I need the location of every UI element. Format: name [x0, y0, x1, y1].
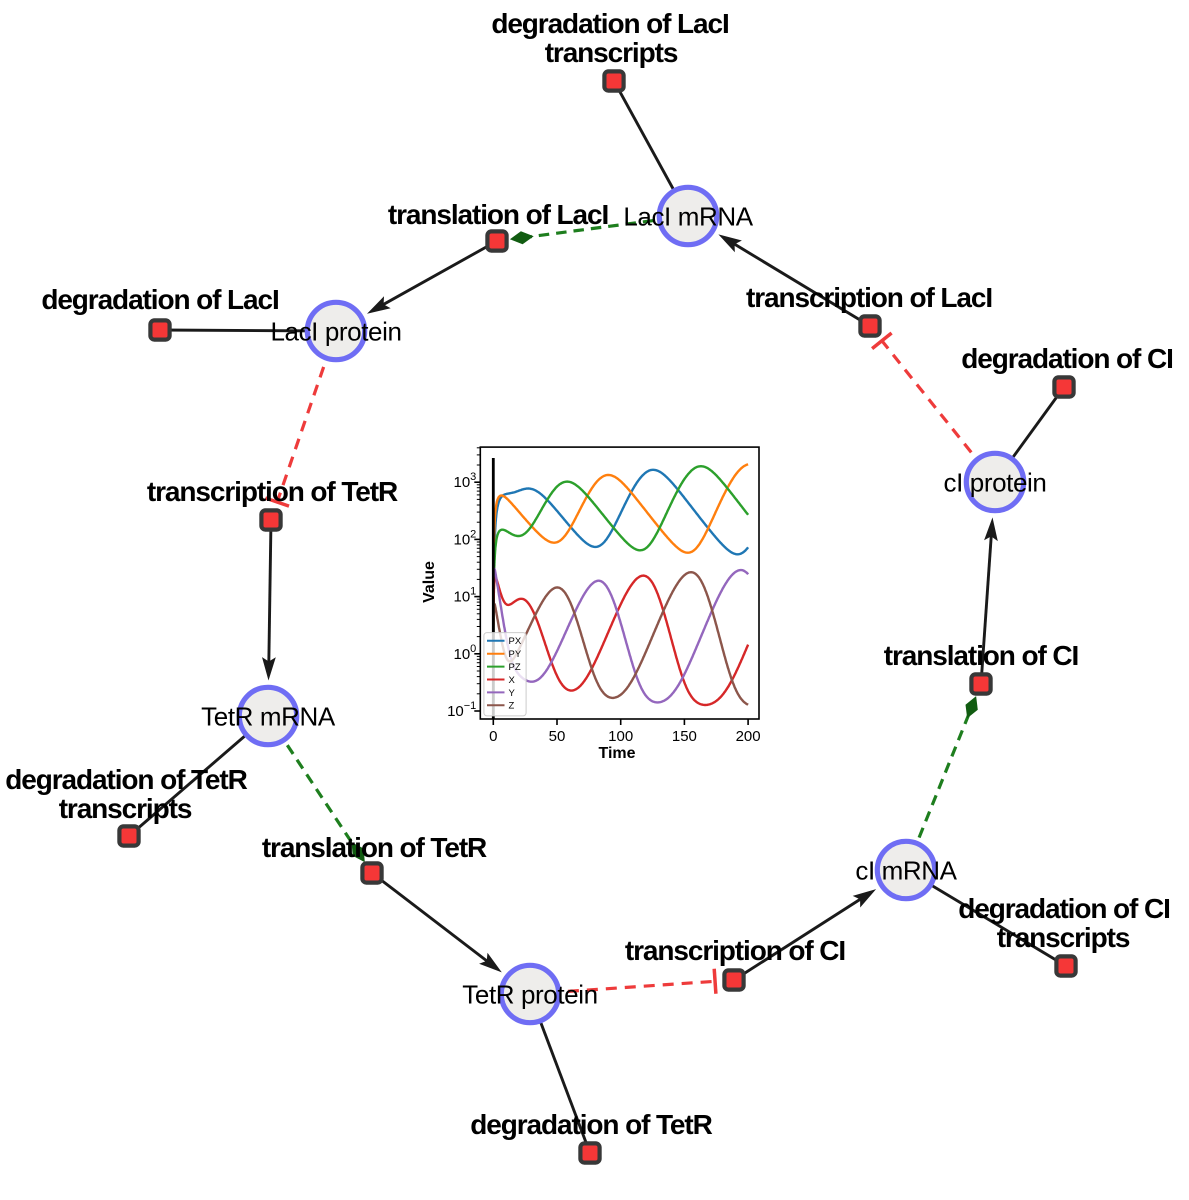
svg-text:X: X: [509, 675, 516, 686]
svg-text:Z: Z: [509, 701, 515, 712]
svg-text:LacI mRNA: LacI mRNA: [623, 202, 753, 232]
svg-text:translation of CI: translation of CI: [884, 640, 1078, 671]
svg-text:Time: Time: [598, 745, 635, 762]
svg-text:Y: Y: [509, 688, 516, 699]
svg-text:Value: Value: [421, 561, 438, 603]
svg-text:200: 200: [736, 728, 761, 745]
svg-text:transcripts: transcripts: [59, 793, 192, 824]
svg-text:TetR protein: TetR protein: [462, 980, 597, 1010]
svg-text:cI protein: cI protein: [944, 468, 1047, 498]
svg-text:150: 150: [672, 728, 697, 745]
svg-text:degradation of TetR: degradation of TetR: [470, 1109, 712, 1140]
svg-text:transcripts: transcripts: [997, 922, 1130, 953]
svg-text:100: 100: [608, 728, 633, 745]
svg-text:LacI protein: LacI protein: [270, 317, 401, 347]
svg-text:degradation of TetR: degradation of TetR: [5, 764, 247, 795]
svg-text:PZ: PZ: [509, 662, 521, 673]
svg-text:transcripts: transcripts: [545, 37, 678, 68]
svg-text:degradation of CI: degradation of CI: [961, 343, 1173, 374]
svg-text:translation of LacI: translation of LacI: [388, 199, 608, 230]
svg-text:PX: PX: [509, 636, 522, 647]
svg-text:degradation of CI: degradation of CI: [958, 893, 1170, 924]
svg-text:PY: PY: [509, 649, 522, 660]
svg-text:translation of TetR: translation of TetR: [262, 832, 487, 863]
svg-text:cI mRNA: cI mRNA: [855, 856, 957, 886]
svg-text:TetR mRNA: TetR mRNA: [201, 702, 336, 732]
svg-text:transcription of TetR: transcription of TetR: [147, 476, 398, 507]
svg-text:degradation of LacI: degradation of LacI: [491, 8, 728, 39]
svg-text:50: 50: [549, 728, 566, 745]
svg-text:transcription of CI: transcription of CI: [625, 935, 845, 966]
svg-text:transcription of LacI: transcription of LacI: [746, 282, 992, 313]
svg-text:0: 0: [489, 728, 497, 745]
svg-text:degradation of LacI: degradation of LacI: [41, 284, 278, 315]
